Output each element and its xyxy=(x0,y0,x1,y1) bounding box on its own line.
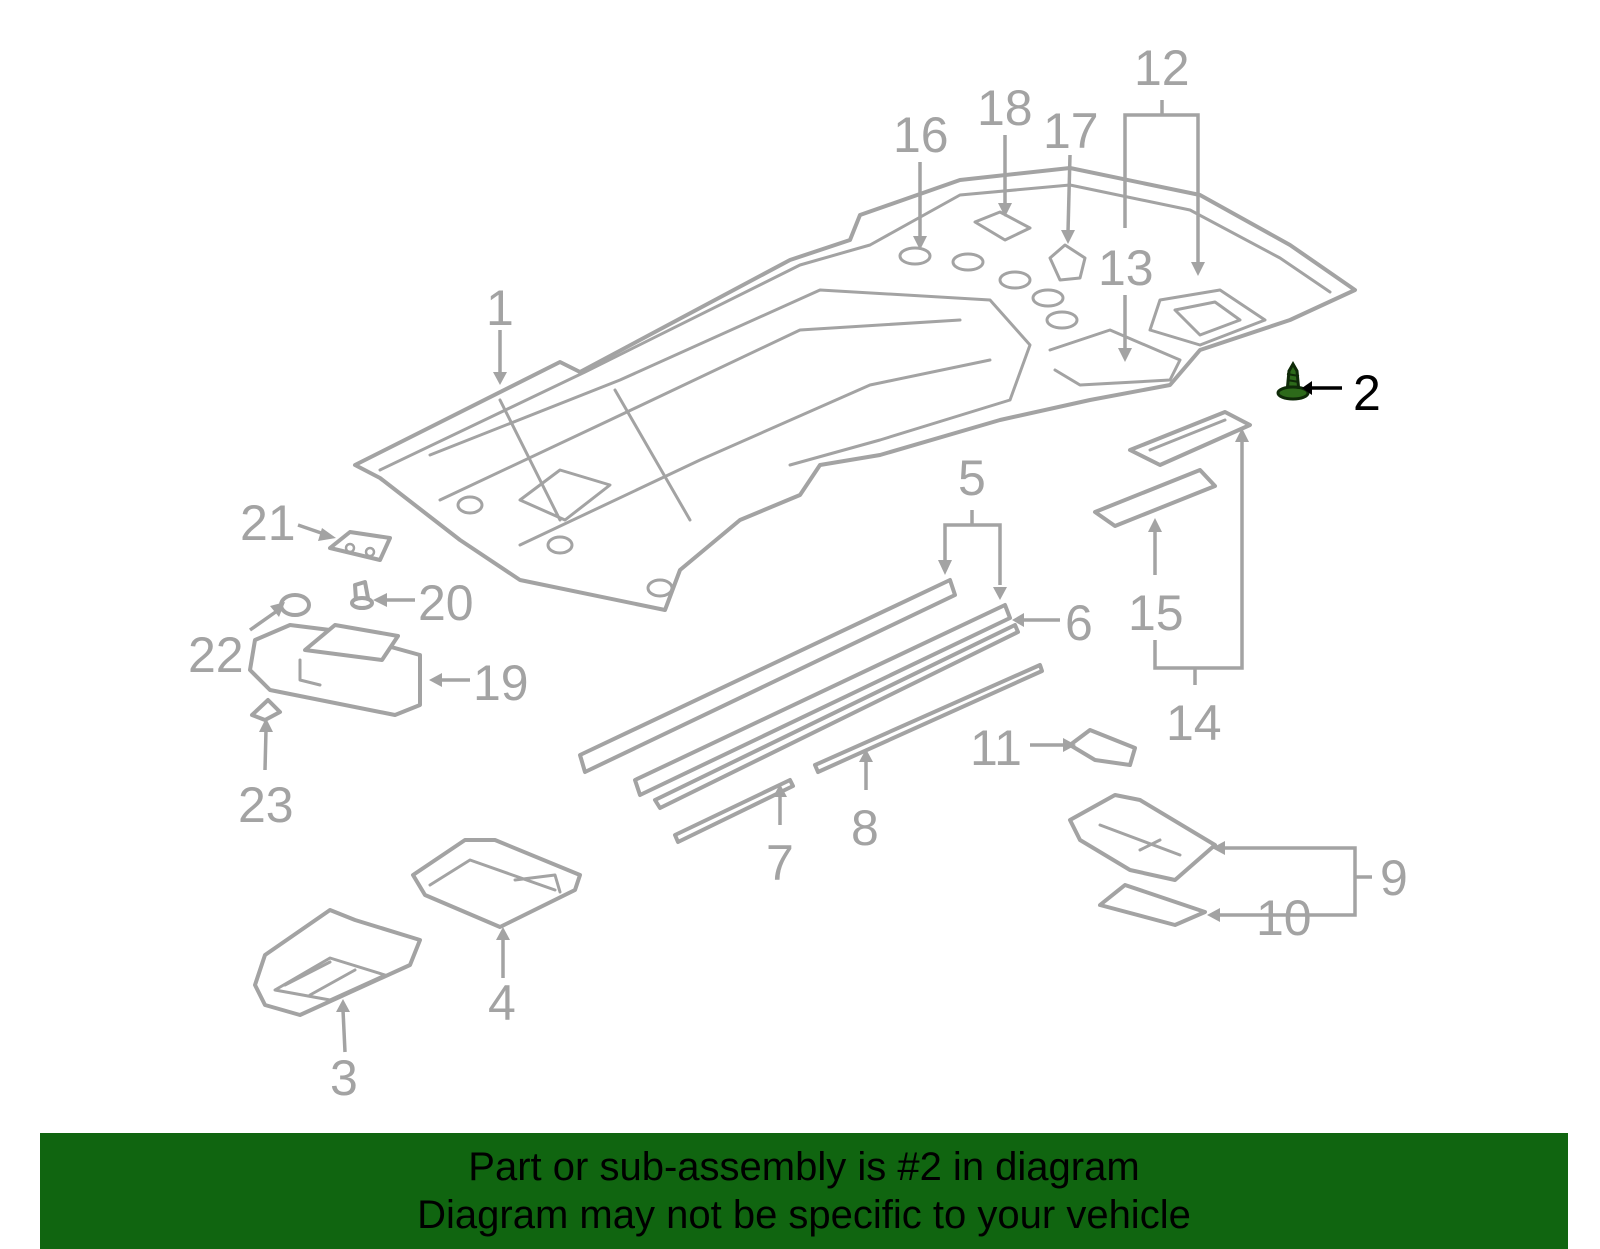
callout-13: 13 xyxy=(1098,240,1154,296)
headliner-panel xyxy=(353,166,1357,612)
callout-11: 11 xyxy=(970,720,1022,776)
callout-labels: 1 2 3 4 5 6 7 8 9 10 11 12 13 14 15 16 1… xyxy=(188,40,1408,1106)
clip-23 xyxy=(250,698,282,722)
callout-8: 8 xyxy=(851,800,879,856)
callout-12: 12 xyxy=(1134,40,1190,96)
callout-22: 22 xyxy=(188,627,244,683)
callout-5: 5 xyxy=(958,450,986,506)
callout-17: 17 xyxy=(1043,103,1099,159)
reading-lamp-14 xyxy=(1128,410,1252,467)
fastener-part-2-icon xyxy=(1276,360,1310,401)
callout-2: 2 xyxy=(1353,365,1381,421)
callout-6: 6 xyxy=(1065,595,1093,651)
roof-rail-strips xyxy=(578,578,1020,810)
info-banner: Part or sub-assembly is #2 in diagram Di… xyxy=(40,1133,1568,1249)
screw-20-icon xyxy=(350,580,374,610)
banner-part-line: Part or sub-assembly is #2 in diagram xyxy=(468,1145,1140,1189)
bracket-21 xyxy=(328,530,392,562)
reading-lamp-lens-15 xyxy=(1093,468,1217,528)
callout-14: 14 xyxy=(1166,695,1222,751)
callout-23: 23 xyxy=(238,777,294,833)
leader-lines xyxy=(248,100,1372,1053)
callout-19: 19 xyxy=(473,655,529,711)
callout-9: 9 xyxy=(1380,850,1408,906)
callout-16: 16 xyxy=(893,107,949,163)
callout-15: 15 xyxy=(1128,585,1184,641)
lamp-lens xyxy=(1098,883,1207,927)
dome-lamp-housing xyxy=(411,838,582,929)
sun-visor xyxy=(248,623,422,717)
banner-disclaimer-line: Diagram may not be specific to your vehi… xyxy=(417,1193,1191,1237)
callout-3: 3 xyxy=(330,1050,358,1106)
trim-strips xyxy=(673,663,1044,844)
callout-21: 21 xyxy=(240,495,296,551)
callout-1: 1 xyxy=(486,280,514,336)
callout-18: 18 xyxy=(977,80,1033,136)
callout-20: 20 xyxy=(418,575,474,631)
lamp-assembly xyxy=(1068,793,1217,882)
callout-4: 4 xyxy=(488,975,516,1031)
cap-22 xyxy=(279,593,311,617)
callout-7: 7 xyxy=(766,835,794,891)
overhead-console xyxy=(253,908,422,1017)
callout-10: 10 xyxy=(1256,890,1312,946)
small-bracket-11 xyxy=(1068,728,1137,767)
